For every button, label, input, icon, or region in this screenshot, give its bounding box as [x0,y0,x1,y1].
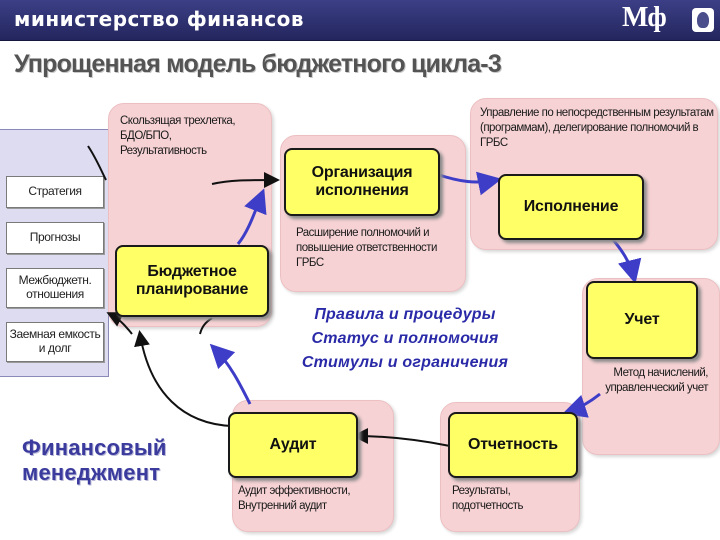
center-status: Статус и полномочия [311,330,499,347]
node-planning: Бюджетное планирование [115,245,269,317]
note-execution: Управление по непосредственным результат… [480,107,714,149]
left-item-interbudget: Межбюджетн. отношения [6,268,104,308]
connector-left-panel [87,145,107,181]
node-reporting: Отчетность [448,412,578,478]
left-item-strategy: Стратегия [6,176,104,208]
arrow-planning-to-organization [236,188,267,245]
note-accounting: Метод начислений, управленческий учет [605,367,708,394]
arrow-organization-to-execution [435,171,502,196]
logo-text: Мф [622,2,667,33]
financial-management-label: Финансовый менеджмент [22,435,167,485]
note-organization: Расширение полномочий и повышение ответс… [296,227,437,269]
arrow-reporting-to-audit [352,428,451,447]
arrow-audit-to-planning [134,330,233,427]
ministry-logo: Мф [618,2,716,38]
note-audit: Аудит эффективности, Внутренний аудит [238,485,351,512]
emblem-icon [692,8,714,32]
ministry-name: министерство финансов [14,7,305,31]
arrow-audit-to-center [209,343,252,405]
center-incentives: Стимулы и ограничения [301,354,509,371]
node-execution: Исполнение [498,174,644,240]
node-audit: Аудит [228,412,358,478]
header-bar: министерство финансов Мф [0,0,720,41]
left-item-forecasts: Прогнозы [6,222,104,254]
note-reporting: Результаты, подотчетность [452,485,524,512]
arrow-execution-to-accounting [608,235,642,284]
arrow-accounting-to-reporting [562,392,601,418]
arrow-planning-note-to-organization [211,172,280,189]
node-accounting: Учет [586,281,698,359]
note-planning: Скользящая трехлетка, БДО/БПО, Результат… [120,115,236,157]
left-panel: Стратегия Прогнозы Межбюджетн. отношения… [0,129,109,377]
left-item-borrowing: Заемная емкость и долг [6,322,104,362]
center-rules: Правила и процедуры [314,306,496,323]
arrow-planning-to-left-panel [106,312,133,335]
node-organization: Организация исполнения [284,148,440,216]
connector-planning-bottom [199,317,213,335]
slide-title: Упрощенная модель бюджетного цикла-3 [14,50,502,78]
